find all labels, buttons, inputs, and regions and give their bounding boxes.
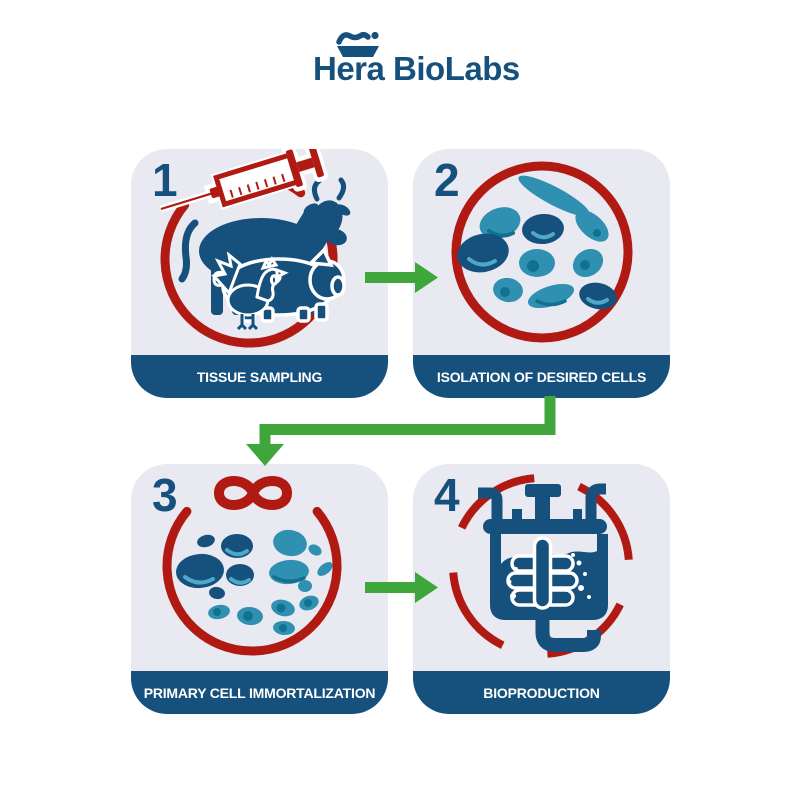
step-label-bar: PRIMARY CELL IMMORTALIZATION (131, 671, 388, 714)
step-panel-2: 2 ISOLATION OF DESIRED CELLS (413, 149, 670, 398)
step-number: 3 (152, 469, 178, 521)
step-number: 2 (434, 154, 460, 206)
farm-animals-syringe-icon (159, 149, 351, 348)
cells-group (176, 529, 333, 636)
step-panel-4: 4 BIOPRODUCTION (413, 464, 670, 714)
arrow-step-1-to-2 (365, 262, 438, 293)
cells-group (457, 175, 617, 310)
step-label: PRIMARY CELL IMMORTALIZATION (143, 684, 376, 701)
chicken-silhouette (211, 251, 289, 331)
step-label: ISOLATION OF DESIRED CELLS (436, 368, 647, 385)
brand-name: Hera BioLabs (313, 50, 520, 87)
bioreactor-icon (449, 474, 633, 658)
step-number: 1 (152, 154, 178, 206)
bioreactor-tank (478, 483, 608, 652)
syringe-icon (159, 149, 328, 213)
step-label-bar: ISOLATION OF DESIRED CELLS (413, 355, 670, 398)
infinity-symbol (214, 476, 292, 510)
step-label-bar: BIOPRODUCTION (413, 671, 670, 714)
step-label: BIOPRODUCTION (483, 684, 600, 701)
arrow-step-2-to-3 (246, 396, 556, 466)
step-label-bar: TISSUE SAMPLING (131, 355, 388, 398)
infinity-cells-icon (162, 476, 342, 656)
arrow-step-3-to-4 (365, 572, 438, 603)
isolated-cells-icon (451, 161, 633, 343)
crown-icon (336, 31, 379, 57)
step-number: 4 (434, 469, 460, 521)
step-panel-3: 3 PRIMARY CELL IMMORTALIZATION (131, 464, 388, 714)
step-label: TISSUE SAMPLING (196, 368, 323, 385)
step-panel-1: 1 TISSUE SAMPLING (131, 149, 388, 398)
